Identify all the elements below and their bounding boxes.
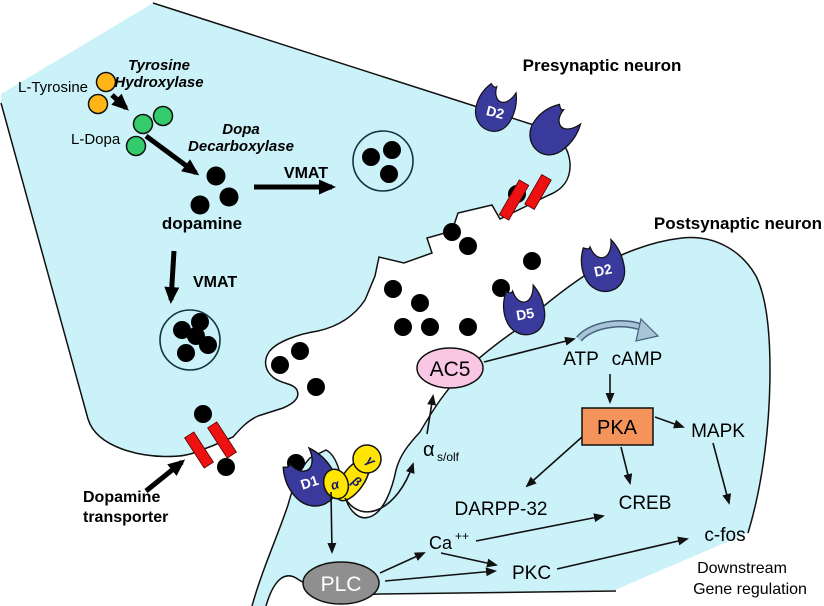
plc-enzyme [302, 561, 380, 605]
vesicle-lower [159, 309, 221, 371]
l-dopa-label: L-Dopa [71, 131, 121, 148]
d2-postsynaptic-label: D2 [593, 260, 614, 279]
d2-presynaptic-label: D2 [485, 102, 506, 122]
plc-to-ca-arrow [379, 552, 426, 574]
alpha-s-olf-label: α [423, 439, 435, 461]
ac5-label: AC5 [430, 358, 471, 381]
mapk-to-cfos-arrow [712, 442, 732, 505]
pka-to-darpp32-arrow [525, 436, 583, 488]
ldopa-molecules [125, 105, 174, 157]
d1-to-plc-arrow [327, 491, 337, 554]
downstream-label-line1: Downstream [697, 560, 787, 577]
ca-to-creb-arrow [475, 513, 605, 542]
atp-camp-conversion-arrow [576, 317, 660, 342]
vesicle-right [352, 130, 414, 192]
dopamine-transporter-upper [498, 173, 552, 221]
tyrosine-hydroxylase-label-line1: Tyrosine [128, 57, 190, 74]
transporter-pointer-arrow [144, 459, 186, 493]
atp-label: ATP [563, 349, 599, 370]
vesicle-membrane [352, 130, 414, 192]
pka-to-mapk-arrow [654, 416, 685, 429]
pka-box [581, 407, 654, 446]
vmat-arrow-vertical [164, 250, 180, 304]
dopamine-transporter-lower [184, 421, 237, 469]
creb-label: CREB [619, 493, 672, 514]
l-tyrosine-label: L-Tyrosine [18, 79, 88, 96]
vesicle-dopamine-dots [362, 141, 401, 183]
downstream-label-line2: Gene regulation [693, 581, 807, 598]
ac5-enzyme [416, 347, 484, 389]
plc-to-pkc-arrow [384, 567, 497, 582]
tyrosine-hydroxylase-arrow [110, 93, 129, 111]
dopamine-label: dopamine [162, 214, 242, 233]
alpha-s-olf-subscript: s/olf [437, 450, 460, 464]
dopa-decarboxylase-arrow [144, 133, 200, 176]
tyrosine-hydroxylase-label-line2: Hydroxylase [114, 74, 203, 91]
calcium-label: Ca [429, 533, 453, 553]
d5-label: D5 [515, 305, 536, 324]
mapk-label: MAPK [691, 421, 745, 442]
darpp32-label: DARPP-32 [455, 499, 548, 520]
g-protein-complex [322, 444, 382, 502]
ac5-to-atp-arrow [483, 336, 576, 363]
presynaptic-neuron-label: Presynaptic neuron [523, 56, 682, 75]
ca-to-pkc-arrow [440, 552, 498, 568]
g-protein-alpha-subunit [322, 468, 350, 500]
vesicle-dopamine-dots [173, 313, 217, 362]
dopamine-transporter-label-line2: transporter [83, 509, 168, 526]
d1-label: D1 [298, 472, 320, 493]
vmat-horizontal-label: VMAT [284, 165, 328, 182]
tyrosine-molecules [87, 71, 117, 115]
pka-label: PKA [597, 417, 638, 439]
gprotein-to-alphas-arrow [344, 462, 415, 513]
cfos-label: c-fos [704, 525, 745, 546]
plc-label: PLC [321, 573, 362, 596]
pkc-label: PKC [512, 563, 551, 584]
postsynaptic-neuron-label: Postsynaptic neuron [654, 214, 822, 233]
dopa-decarboxylase-label-line2: Decarboxylase [188, 138, 294, 155]
g-protein-gamma-subunit [352, 444, 382, 474]
vmat-vertical-label: VMAT [193, 274, 237, 291]
dopamine-transporter-label-line1: Dopamine [83, 489, 160, 506]
dopa-decarboxylase-label-line1: Dopa [222, 121, 260, 138]
pkc-to-cfos-arrow [556, 536, 689, 570]
calcium-superscript: ++ [455, 529, 469, 543]
dopamine-molecules-cytosol [190, 166, 239, 215]
alphas-to-ac5-arrow [426, 394, 437, 435]
camp-label: cAMP [612, 349, 663, 370]
presynaptic-membrane [0, 2, 571, 458]
pka-to-creb-arrow [620, 446, 633, 485]
